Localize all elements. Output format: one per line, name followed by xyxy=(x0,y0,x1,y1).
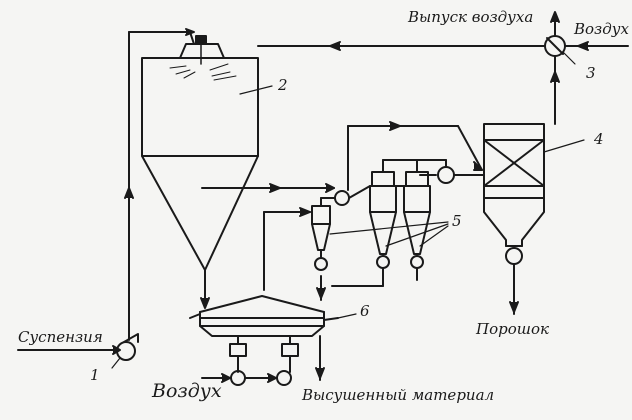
number-1: 1 xyxy=(90,366,100,384)
air-supply-line xyxy=(257,11,629,125)
exhaust-gas-line xyxy=(201,121,483,193)
spray-dryer-tower xyxy=(141,35,259,291)
fluid-bed-dryer-6 xyxy=(189,289,357,386)
suspension-line xyxy=(17,28,195,355)
number-6: 6 xyxy=(360,302,370,320)
small-cyclone xyxy=(263,185,371,301)
cyclones-5 xyxy=(331,159,447,287)
suspension-label: Суспензия xyxy=(18,328,103,346)
air-bottom-label: Воздух xyxy=(152,380,222,402)
pump-1 xyxy=(111,333,139,369)
air-outlet-label: Выпуск воздуха xyxy=(408,8,534,26)
number-3: 3 xyxy=(586,64,596,82)
number-4: 4 xyxy=(594,130,604,148)
callout-leaders xyxy=(239,85,449,247)
heat-exchanger-3 xyxy=(544,35,576,65)
powder-label: Порошок xyxy=(476,320,549,338)
number-5: 5 xyxy=(452,212,462,230)
number-2: 2 xyxy=(278,76,288,94)
dried-material-label: Высушенный материал xyxy=(302,386,495,404)
air-inlet-label: Воздух xyxy=(574,20,629,38)
bag-filter-4 xyxy=(483,123,585,315)
